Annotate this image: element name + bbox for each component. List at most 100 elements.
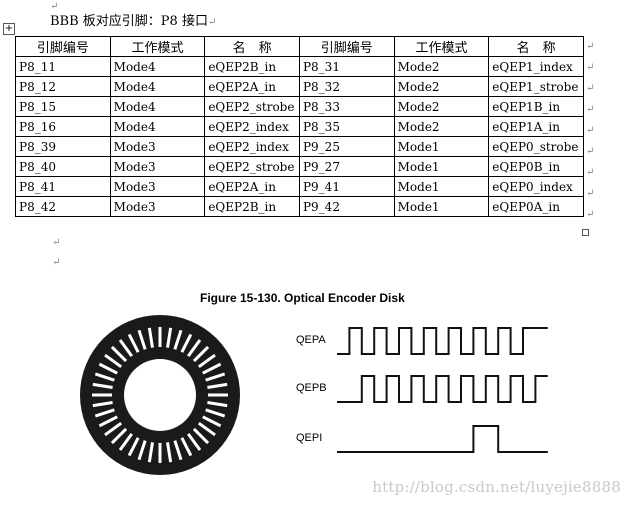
- table-cell: P8_12: [15, 76, 111, 97]
- row-end-mark: ↵: [586, 41, 595, 52]
- row-end-mark: ↵: [586, 188, 595, 199]
- disk-slot: [205, 408, 226, 418]
- table-cell: eQEP1_index: [488, 56, 584, 77]
- document-heading: BBB 板对应引脚：P8 接口↵: [50, 14, 216, 30]
- disk-slot: [205, 372, 226, 382]
- encoder-disk: [80, 315, 240, 475]
- table-cell: P8_15: [15, 96, 111, 117]
- table-cell: P8_16: [15, 116, 111, 137]
- signal-label: QEPI: [296, 432, 323, 444]
- column-header: 工作模式: [109, 36, 206, 57]
- table-cell: P8_11: [15, 56, 111, 77]
- disk-slot: [166, 327, 173, 348]
- disk-slot: [118, 432, 133, 451]
- table-cell: eQEP1A_in: [488, 116, 584, 137]
- table-cell: eQEP2_index: [204, 136, 300, 157]
- row-end-mark: ↵: [586, 125, 595, 136]
- table-cell: Mode3: [109, 136, 206, 157]
- disk-slot: [180, 333, 193, 353]
- column-header: 名 称: [204, 36, 300, 57]
- table-cell: Mode1: [393, 176, 490, 197]
- table-cell: eQEP0B_in: [488, 156, 584, 177]
- table-cell: P9_25: [298, 136, 395, 157]
- row-end-mark: ↵: [586, 83, 595, 94]
- disk-slot: [202, 362, 222, 375]
- table-cell: Mode3: [109, 196, 206, 217]
- paragraph-mark: ↵: [50, 1, 59, 12]
- table-cell: P9_27: [298, 156, 395, 177]
- row-end-mark: ↵: [586, 167, 595, 178]
- table-cell: eQEP1B_in: [488, 96, 584, 117]
- row-end-mark: ↵: [586, 104, 595, 115]
- table-cell: P9_41: [298, 176, 395, 197]
- table-cell: Mode3: [109, 176, 206, 197]
- disk-slot: [192, 427, 210, 445]
- table-cell: eQEP2A_in: [204, 76, 300, 97]
- disk-slot: [127, 333, 140, 353]
- disk-slot: [92, 401, 113, 408]
- signal-label: QEPA: [296, 334, 326, 346]
- column-header: 名 称: [488, 36, 584, 57]
- table-cell: Mode2: [393, 76, 490, 97]
- disk-slot: [92, 382, 113, 389]
- table-cell: Mode1: [393, 156, 490, 177]
- signal-label: QEPB: [296, 382, 327, 394]
- disk-slot: [180, 437, 193, 457]
- table-cell: eQEP1_strobe: [488, 76, 584, 97]
- table-cell: eQEP2_index: [204, 116, 300, 137]
- row-end-mark: ↵: [586, 209, 595, 220]
- disk-slot: [94, 372, 115, 382]
- table-cell: P8_40: [15, 156, 111, 177]
- table-cell: P9_42: [298, 196, 395, 217]
- table-cell: eQEP2A_in: [204, 176, 300, 197]
- column-header: 工作模式: [393, 36, 490, 57]
- figure-title: Figure 15-130. Optical Encoder Disk: [200, 291, 405, 305]
- table-cell: Mode3: [109, 156, 206, 177]
- table-cell: P8_33: [298, 96, 395, 117]
- table-cell: Mode2: [393, 56, 490, 77]
- disk-slot: [110, 345, 128, 363]
- table-cell: P8_41: [15, 176, 111, 197]
- table-cell: eQEP2B_in: [204, 56, 300, 77]
- table-cell: Mode4: [109, 76, 206, 97]
- column-header: 引脚编号: [298, 36, 395, 57]
- disk-slots: [92, 327, 228, 463]
- disk-slot: [187, 339, 202, 358]
- table-cell: Mode4: [109, 116, 206, 137]
- table-cell: P8_39: [15, 136, 111, 157]
- disk-slot: [207, 382, 228, 389]
- disk-slot: [173, 329, 183, 350]
- table-header-row: 引脚编号 工作模式 名 称 引脚编号 工作模式 名 称: [15, 36, 584, 57]
- paragraph-mark: ↵: [52, 237, 61, 248]
- disk-slot: [207, 401, 228, 408]
- paragraph-mark: ↵: [52, 257, 61, 268]
- disk-slot: [104, 353, 123, 368]
- disk-slot: [147, 442, 154, 463]
- disk-slot: [127, 437, 140, 457]
- disk-slot: [118, 339, 133, 358]
- table-resize-handle[interactable]: [582, 229, 589, 236]
- disk-slot: [166, 442, 173, 463]
- disk-slot: [98, 415, 118, 428]
- table-cell: Mode2: [393, 96, 490, 117]
- disk-slot: [104, 422, 123, 437]
- disk-slot: [187, 432, 202, 451]
- table-cell: eQEP2_strobe: [204, 156, 300, 177]
- table-cell: P8_42: [15, 196, 111, 217]
- table-move-handle[interactable]: +: [3, 23, 15, 35]
- disk-slot: [137, 440, 147, 461]
- table-cell: P8_31: [298, 56, 395, 77]
- row-end-mark: ↵: [586, 146, 595, 157]
- disk-slot: [197, 422, 216, 437]
- table-cell: Mode2: [393, 116, 490, 137]
- disk-slot: [98, 362, 118, 375]
- disk-slot: [94, 408, 115, 418]
- disk-hub: [124, 359, 196, 431]
